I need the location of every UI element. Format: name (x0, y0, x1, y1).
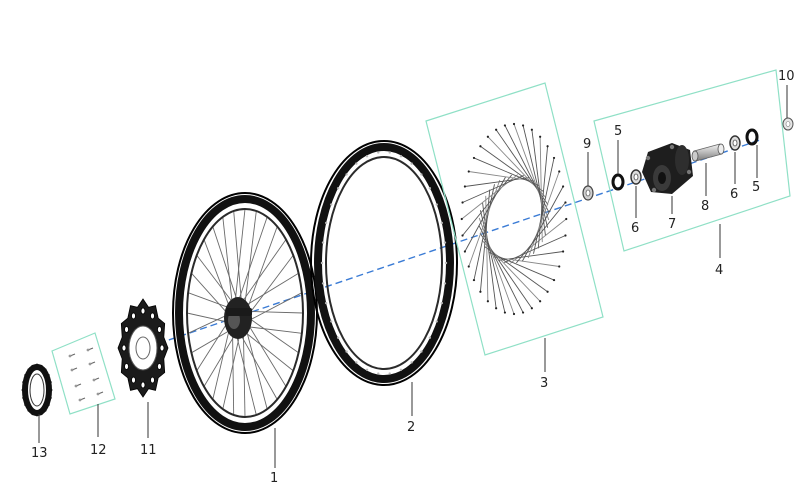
callout-3: 3 (540, 376, 548, 391)
complete-wheel-part-1 (172, 192, 318, 434)
callout-13: 13 (31, 446, 48, 461)
bolts-panel-part-12 (51, 332, 116, 415)
wheel-hub (224, 297, 252, 339)
callout-6-right: 6 (730, 187, 738, 202)
callout-5-left: 5 (614, 124, 622, 139)
bearing-part-6-right (729, 135, 741, 151)
assembly-axis (147, 139, 761, 348)
callout-12: 12 (90, 443, 107, 458)
oil-seal-part-5-right (745, 128, 759, 146)
sprocket-ring-part-13 (21, 363, 53, 417)
axle-nut-part-10 (782, 117, 794, 131)
hub-assembly-panel-part-4 (593, 69, 791, 252)
callout-4: 4 (715, 263, 723, 278)
callout-8: 8 (701, 199, 709, 214)
callout-6-left: 6 (631, 221, 639, 236)
spacer-part-9 (582, 185, 594, 201)
brake-disc-bolts-part-12 (68, 347, 104, 402)
spokes-part-3 (460, 122, 568, 316)
callout-1: 1 (270, 471, 278, 486)
callout-7: 7 (668, 217, 676, 232)
callout-9: 9 (583, 137, 591, 152)
brake-disc-part-11 (117, 298, 169, 398)
callout-10: 10 (778, 69, 795, 84)
callout-labels: 1 2 3 4 5 5 6 6 7 8 9 10 11 12 13 (31, 69, 795, 486)
rim-part-2 (310, 140, 458, 386)
callout-5-right: 5 (752, 180, 760, 195)
leader-lines (38, 85, 788, 468)
hub-part-7 (642, 143, 693, 194)
axle-sleeve-part-8 (691, 143, 725, 162)
callout-11: 11 (140, 443, 157, 458)
bearing-part-6-left (630, 169, 642, 185)
spokes-panel-part-3 (425, 82, 604, 356)
oil-seal-part-5-left (611, 173, 625, 191)
callout-2: 2 (407, 420, 415, 435)
